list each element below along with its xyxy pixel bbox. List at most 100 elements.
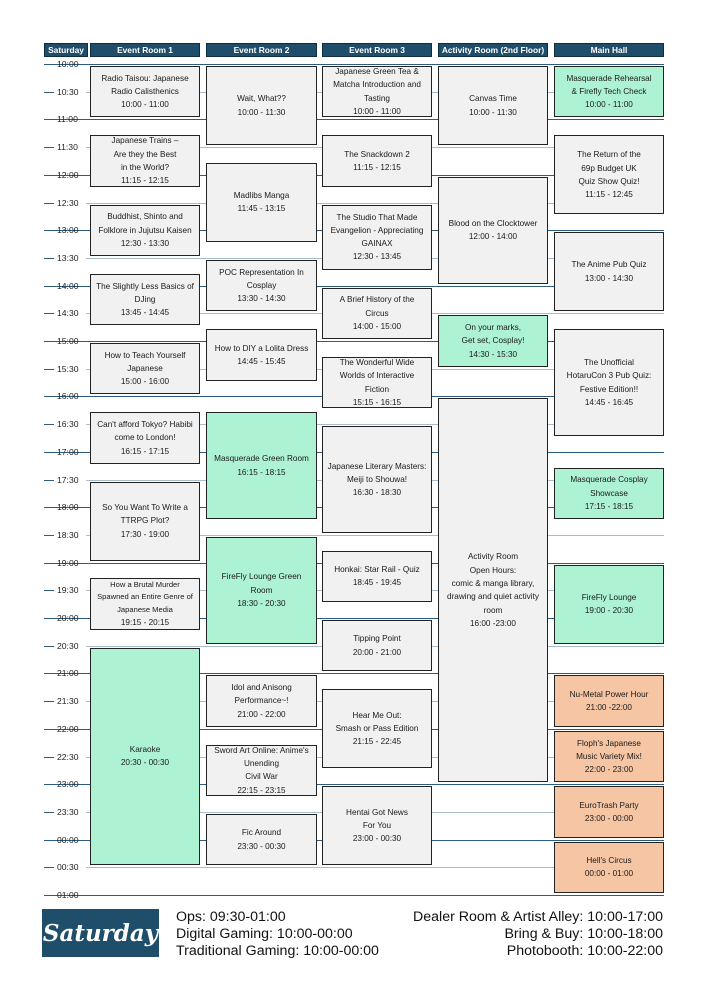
event-time: 14:45 - 15:45 bbox=[237, 356, 286, 366]
event-radio-taisou-japanese[interactable]: Radio Taisou: Japanese Radio Calisthenic… bbox=[90, 66, 200, 118]
event-time: 13:00 - 14:30 bbox=[584, 273, 634, 283]
event-the-anime-pub-quiz[interactable]: The Anime Pub Quiz 13:00 - 14:30 bbox=[554, 232, 664, 312]
event-idol-and-anisong[interactable]: Idol and Anisong Performance~!21:00 - 22… bbox=[206, 675, 317, 727]
event-title: The Return of the 69p Budget UK Quiz Sho… bbox=[577, 150, 641, 186]
event-buddhist-shinto-and[interactable]: Buddhist, Shinto and Folklore in Jujutsu… bbox=[90, 204, 200, 256]
event-time: 10:00 - 11:30 bbox=[469, 107, 517, 117]
event-how-to-diy-a-lolita-dress[interactable]: How to DIY a Lolita Dress 14:45 - 15:45 bbox=[206, 329, 317, 381]
event-how-a-brutal-murder[interactable]: How a Brutal Murder Spawned an Entire Ge… bbox=[90, 578, 200, 630]
event-wait-what[interactable]: Wait, What??10:00 - 11:30 bbox=[206, 66, 317, 146]
event-title: How to DIY a Lolita Dress bbox=[214, 343, 309, 353]
event-title: Masquerade Green Room bbox=[214, 454, 309, 464]
time-tick bbox=[44, 91, 54, 93]
time-tick bbox=[44, 341, 54, 342]
event-title: How to Teach Yourself Japanese bbox=[104, 350, 186, 374]
event-time: 23:30 - 00:30 bbox=[237, 841, 286, 851]
event-time: 17:30 - 19:00 bbox=[120, 529, 170, 539]
event-title: The Slightly Less Basics of DJing bbox=[96, 281, 194, 304]
event-title: Activity Room Open Hours: comic & manga … bbox=[447, 552, 539, 615]
column-header-event-room-1: Event Room 1 bbox=[90, 43, 200, 57]
event-masquerade-rehearsal[interactable]: Masquerade Rehearsal & Firefly Tech Chec… bbox=[554, 66, 664, 118]
event-on-your-marks[interactable]: On your marks, Get set, Cosplay!14:30 - … bbox=[438, 315, 548, 367]
event-time: 20:30 - 00:30 bbox=[120, 758, 170, 768]
event-title: FireFly Lounge Green Room bbox=[221, 572, 302, 595]
event-title: Nu-Metal Power Hour bbox=[569, 689, 649, 699]
event-japanese-green-tea[interactable]: Japanese Green Tea & Matcha Introduction… bbox=[322, 66, 432, 118]
hour-gridline bbox=[44, 895, 664, 896]
time-tick bbox=[44, 313, 54, 315]
time-tick bbox=[44, 64, 54, 65]
time-tick bbox=[44, 534, 54, 536]
time-label: 16:30 bbox=[57, 419, 79, 430]
hour-gridline bbox=[44, 673, 664, 675]
time-label: 17:00 bbox=[57, 446, 79, 457]
event-title: Canvas Time bbox=[469, 94, 517, 104]
time-label: 23:30 bbox=[57, 806, 79, 817]
footer-bring-buy-hours: Bring & Buy: 10:00-18:00 bbox=[504, 926, 663, 942]
time-tick bbox=[44, 867, 54, 869]
time-label: 13:00 bbox=[57, 225, 79, 236]
event-time: 15:15 - 16:15 bbox=[352, 397, 402, 407]
time-tick bbox=[44, 562, 54, 564]
time-label: 22:00 bbox=[57, 723, 79, 734]
event-title: Japanese Trains – Are they the Best in t… bbox=[111, 136, 179, 172]
event-title: Hear Me Out: Smash or Pass Edition bbox=[335, 710, 419, 734]
time-label: 19:00 bbox=[57, 557, 79, 568]
time-label: 14:00 bbox=[57, 280, 79, 291]
event-nu-metal-power-hour[interactable]: Nu-Metal Power Hour 21:00 -22:00 bbox=[554, 675, 664, 727]
event-so-you-want-to-write-a[interactable]: So You Want To Write a TTRPG Plot?17:30 … bbox=[90, 481, 200, 561]
event-the-studio-that-made[interactable]: The Studio That Made Evangelion - Apprec… bbox=[322, 204, 432, 270]
event-title: Masquerade Cosplay Showcase bbox=[570, 475, 648, 498]
event-title: EuroTrash Party bbox=[579, 800, 639, 810]
event-canvas-time[interactable]: Canvas Time 10:00 - 11:30 bbox=[438, 66, 548, 146]
event-activity-room[interactable]: Activity Room Open Hours: comic & manga … bbox=[438, 398, 548, 783]
event-japanese-literary-masters[interactable]: Japanese Literary Masters: Meiji to Shou… bbox=[322, 426, 432, 533]
event-title: Fic Around bbox=[241, 828, 282, 838]
event-the-wonderful-wide[interactable]: The Wonderful Wide Worlds of Interactive… bbox=[322, 356, 432, 409]
event-floph-s-japanese[interactable]: Floph's Japanese Music Variety Mix!22:00… bbox=[554, 730, 664, 783]
event-title: The Anime Pub Quiz bbox=[571, 260, 647, 270]
time-tick bbox=[44, 728, 54, 730]
event-fic-around[interactable]: Fic Around 23:30 - 00:30 bbox=[206, 813, 317, 866]
time-tick bbox=[44, 202, 54, 204]
event-the-unofficial[interactable]: The Unofficial HotaruCon 3 Pub Quiz: Fes… bbox=[554, 329, 664, 436]
event-sword-art-online-anime-s[interactable]: Sword Art Online: Anime's Unending Civil… bbox=[206, 744, 317, 797]
event-japanese-trains[interactable]: Japanese Trains – Are they the Best in t… bbox=[90, 135, 200, 187]
event-hear-me-out[interactable]: Hear Me Out: Smash or Pass Edition 21:15 … bbox=[322, 689, 432, 769]
time-label: 15:30 bbox=[57, 363, 79, 374]
event-the-return-of-the[interactable]: The Return of the 69p Budget UK Quiz Sho… bbox=[554, 135, 664, 215]
time-tick bbox=[44, 424, 54, 426]
logo-text: Saturday bbox=[42, 919, 159, 947]
footer-dealer-room-hours: Dealer Room & Artist Alley: 10:00-17:00 bbox=[413, 909, 663, 925]
hour-gridline bbox=[44, 119, 664, 121]
time-label: 22:30 bbox=[57, 751, 79, 762]
event-time: 21:00 -22:00 bbox=[586, 703, 632, 713]
time-tick bbox=[44, 285, 54, 287]
time-label: 20:00 bbox=[57, 613, 79, 623]
event-time: 19:15 - 20:15 bbox=[120, 618, 170, 628]
time-tick bbox=[44, 479, 54, 481]
event-time: 21:15 - 22:45 bbox=[352, 737, 402, 747]
half-hour-gridline bbox=[86, 867, 664, 869]
event-can-t-afford-tokyo-habibi[interactable]: Can't afford Tokyo? Habibi come to Londo… bbox=[90, 412, 200, 464]
event-title: Sword Art Online: Anime's Unending Civil… bbox=[214, 745, 309, 782]
time-label: 15:00 bbox=[57, 336, 79, 346]
time-label: 14:30 bbox=[57, 308, 79, 319]
